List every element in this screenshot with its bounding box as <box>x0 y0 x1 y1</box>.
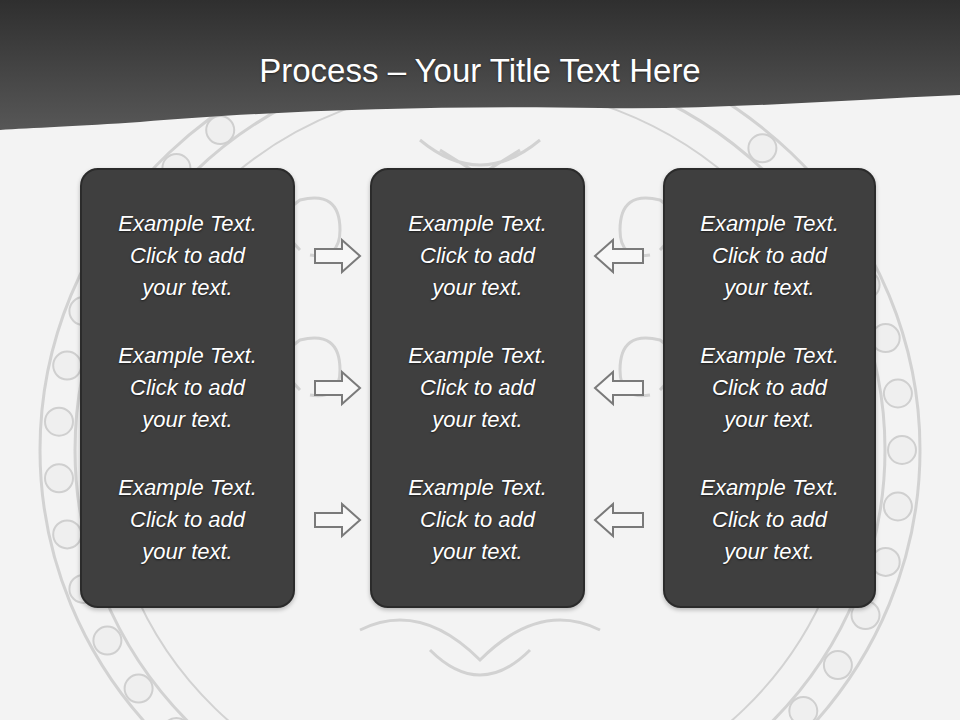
box-text: Example Text. Click to add your text. <box>692 340 848 436</box>
box-text: Example Text. Click to add your text. <box>400 472 556 568</box>
box-text: Example Text. Click to add your text. <box>110 340 266 436</box>
box-text: Example Text. Click to add your text. <box>110 208 266 304</box>
block-arrow <box>315 504 360 536</box>
process-box: Example Text. Click to add your text. Exa… <box>663 168 876 608</box>
block-arrow <box>315 372 360 404</box>
box-text: Example Text. Click to add your text. <box>400 340 556 436</box>
box-text: Example Text. Click to add your text. <box>692 208 848 304</box>
slide-title: Process – Your Title Text Here <box>0 52 960 90</box>
block-arrow <box>595 372 643 404</box>
block-arrow <box>595 240 643 272</box>
box-text: Example Text. Click to add your text. <box>400 208 556 304</box>
box-text: Example Text. Click to add your text. <box>692 472 848 568</box>
block-arrow <box>315 240 360 272</box>
process-box: Example Text. Click to add your text. Exa… <box>80 168 295 608</box>
box-text: Example Text. Click to add your text. <box>110 472 266 568</box>
block-arrow <box>595 504 643 536</box>
process-box: Example Text. Click to add your text. Exa… <box>370 168 585 608</box>
